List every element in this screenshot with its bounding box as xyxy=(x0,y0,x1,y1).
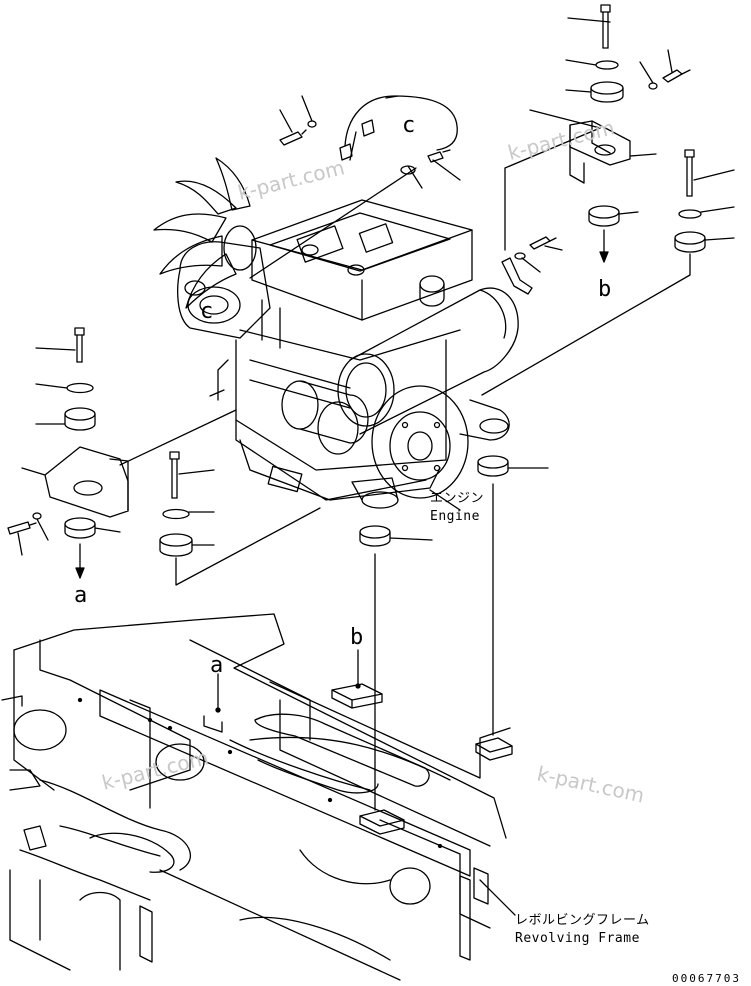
frame-caption-en: Revolving Frame xyxy=(515,931,640,946)
watermark: k-part.com xyxy=(535,761,647,807)
engine-assembly xyxy=(153,157,519,509)
frame-pad-rear xyxy=(359,809,405,835)
callout-b-mount: b xyxy=(598,277,611,302)
frame-pad-b xyxy=(331,683,383,709)
engine-caption-en: Engine xyxy=(430,509,480,524)
callout-a-frame: a xyxy=(210,653,223,678)
engine-caption-jp: エンジン xyxy=(430,491,484,506)
callout-a-mount: a xyxy=(74,583,87,608)
frame-pad-right xyxy=(475,737,513,761)
drawing-code: 00067703 xyxy=(672,972,741,985)
engine-leader xyxy=(429,489,461,511)
callout-c-fan: c xyxy=(200,299,213,324)
watermark: k-part.com xyxy=(99,745,210,795)
callout-b-frame: b xyxy=(350,625,363,650)
center-engine-mount-group xyxy=(159,451,321,586)
frame-pad-a xyxy=(203,715,223,733)
callout-c-harness: c xyxy=(402,113,415,138)
revolving-frame xyxy=(1,613,513,981)
frame-leader xyxy=(479,879,516,916)
rear-cushion-group xyxy=(359,455,549,811)
watermark: k-part.com xyxy=(505,115,616,165)
cooling-fan xyxy=(153,157,257,309)
bracket-bolt-group xyxy=(501,236,563,295)
left-engine-mount-group xyxy=(7,327,237,579)
right-engine-mount-group xyxy=(504,4,691,263)
watermark: k-part.com xyxy=(235,155,346,205)
frame-caption-jp: レボルビングフレーム xyxy=(515,913,650,928)
far-right-mount-group xyxy=(481,149,735,396)
